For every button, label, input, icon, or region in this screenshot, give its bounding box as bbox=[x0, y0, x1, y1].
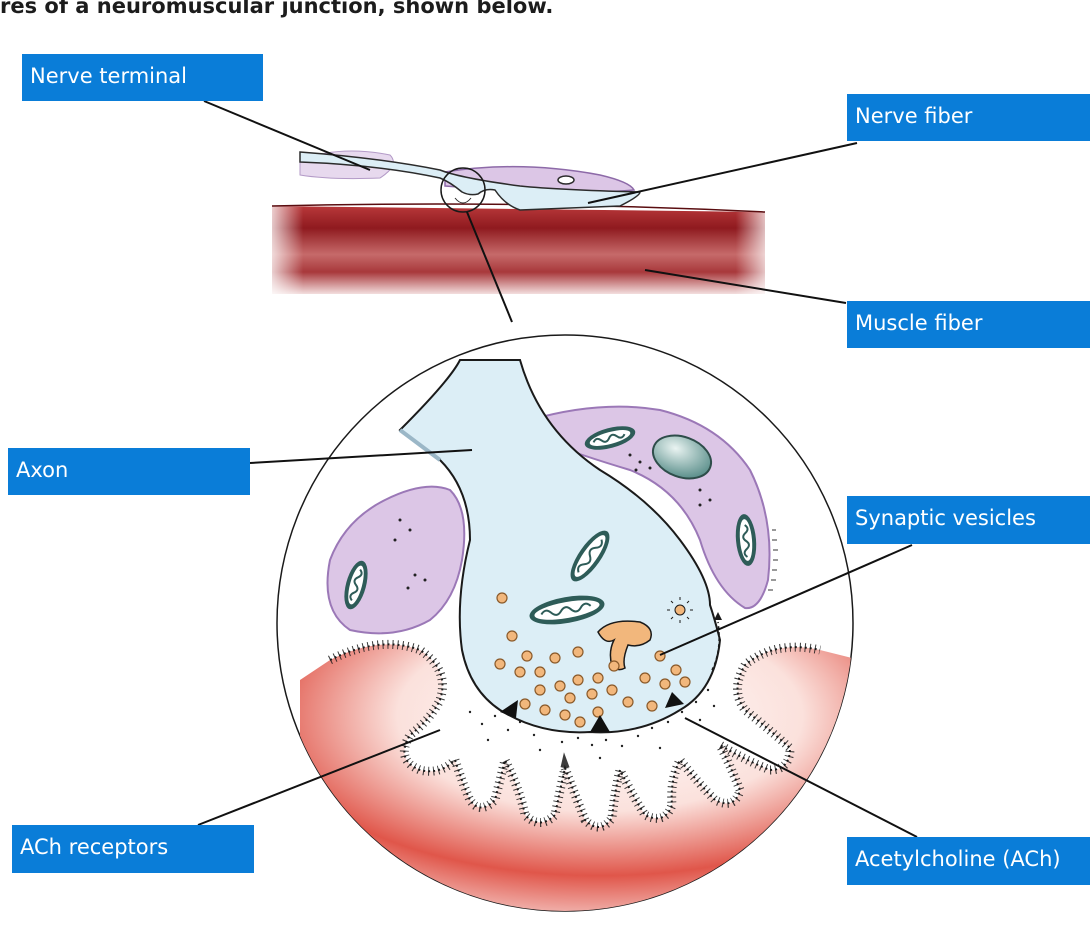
axon-terminal bbox=[398, 359, 722, 734]
muscle-fiber-overview bbox=[262, 200, 777, 300]
label-nerve-fiber: Nerve fiber bbox=[847, 94, 1090, 141]
schwann-cell-right bbox=[525, 405, 778, 610]
label-acetylcholine: Acetylcholine (ACh) bbox=[847, 837, 1090, 885]
schwann-cell-left bbox=[326, 485, 466, 635]
label-nerve-terminal: Nerve terminal bbox=[22, 54, 263, 101]
acetylcholine-cleft bbox=[468, 688, 716, 760]
nerve-fiber-overview bbox=[299, 150, 641, 213]
leader-lines bbox=[197, 100, 918, 838]
page-heading: res of a neuromuscular junction, shown b… bbox=[0, 0, 554, 18]
vesicle-fusion-sun bbox=[667, 597, 693, 623]
label-muscle-fiber: Muscle fiber bbox=[847, 301, 1090, 348]
label-axon: Axon bbox=[8, 448, 250, 495]
label-synaptic-vesicles: Synaptic vesicles bbox=[847, 496, 1090, 544]
label-ach-receptors: ACh receptors bbox=[12, 825, 254, 873]
